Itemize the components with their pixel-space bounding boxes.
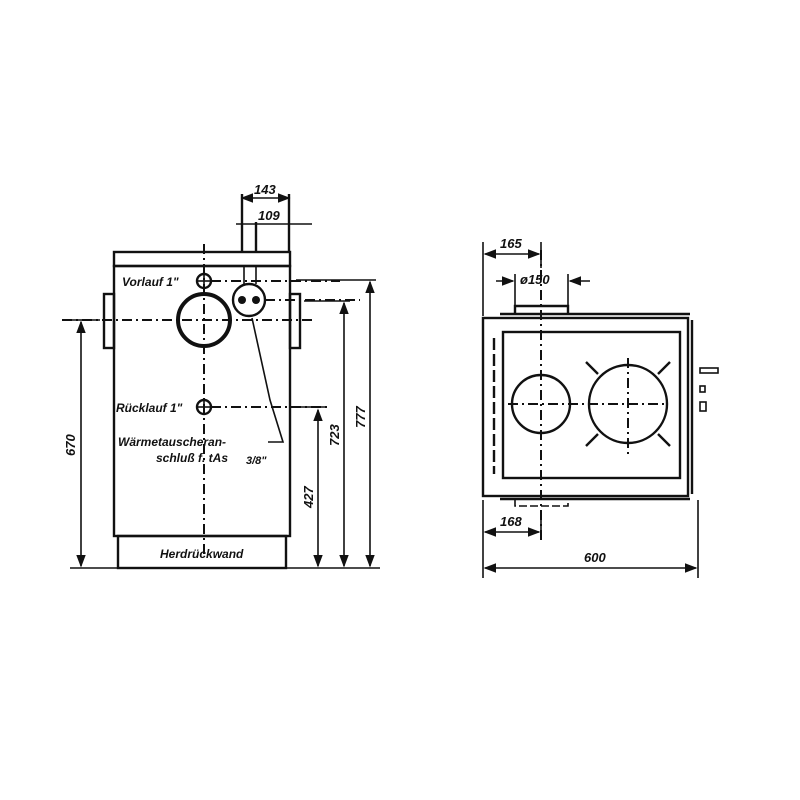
waermetauscher-fraction: 3/8" xyxy=(246,455,267,467)
cooktop-plate xyxy=(501,330,682,480)
dim-165: 165 xyxy=(500,236,522,251)
dim-427: 427 xyxy=(301,486,316,509)
handle-icon xyxy=(699,367,719,374)
top-lid xyxy=(112,250,292,268)
dim-600: 600 xyxy=(584,550,606,565)
herdrueckwand-label: Herdrückwand xyxy=(160,547,244,561)
dim-777: 777 xyxy=(353,406,368,428)
dim-109: 109 xyxy=(258,208,280,223)
dim-143: 143 xyxy=(254,182,276,197)
dim-670: 670 xyxy=(63,434,78,456)
ruecklauf-label: Rücklauf 1" xyxy=(116,401,183,415)
side-view: Vorlauf 1" Rücklauf 1" Wärmetauscheran- … xyxy=(62,182,380,570)
knob-icon xyxy=(699,385,706,393)
dim-168: 168 xyxy=(500,514,522,529)
dim-diameter-150: ø150 xyxy=(520,272,550,287)
vorlauf-label: Vorlauf 1" xyxy=(122,275,179,289)
base-panel xyxy=(116,534,288,570)
waermetauscher-label-line1: Wärmetauscheran- xyxy=(118,435,226,449)
stove-outer-frame xyxy=(481,316,690,498)
heat-exchanger-connector-icon xyxy=(231,282,267,318)
waermetauscher-label-line2: schluß f. tAs xyxy=(156,451,228,465)
dim-723: 723 xyxy=(327,424,342,446)
top-view: 165 ø150 168 600 xyxy=(481,236,719,578)
knob-icon xyxy=(699,401,707,412)
leader-line xyxy=(251,317,285,443)
